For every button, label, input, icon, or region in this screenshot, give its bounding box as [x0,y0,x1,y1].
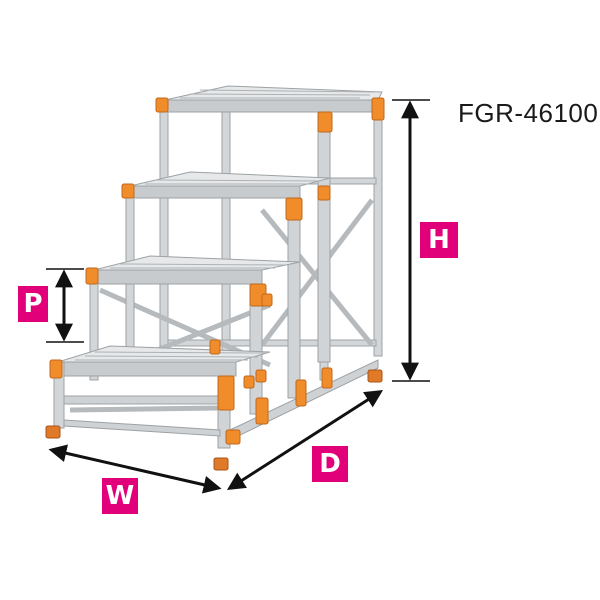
depth-label: D [312,446,348,482]
rear-frame [159,107,383,381]
height-label: H [420,222,458,258]
w-arrow [48,444,222,494]
model-code: FGR-46100 [458,98,599,128]
width-label: W [102,478,138,514]
step-pitch-label: P [18,286,48,322]
d-arrow [226,390,384,490]
dimension-lines [46,99,430,494]
